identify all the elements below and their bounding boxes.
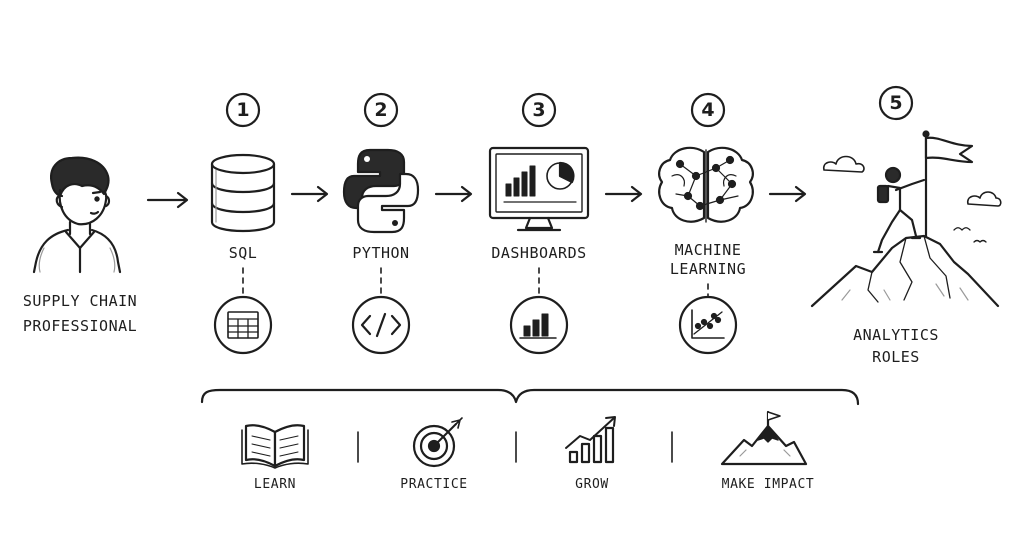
brain-network-icon: [658, 146, 754, 223]
step-2-number: 2: [374, 99, 388, 121]
step-1-number: 1: [236, 99, 250, 121]
arrow-3: [604, 185, 643, 203]
bar-chart-icon: [509, 295, 569, 355]
scatter-plot-icon: [678, 295, 738, 355]
principle-grow-label: GROW: [575, 477, 609, 492]
goal-label-line2: ROLES: [872, 348, 920, 366]
python-logo-icon: [342, 148, 420, 234]
step-3-number: 3: [532, 99, 546, 121]
code-icon: [351, 295, 411, 355]
flow-arrows: [146, 185, 807, 209]
arrow-2: [434, 185, 473, 203]
principle-practice-label: PRACTICE: [400, 477, 468, 492]
principle-learn-label: LEARN: [253, 477, 297, 492]
start-label-line1: SUPPLY CHAIN: [22, 292, 138, 310]
database-icon: [210, 153, 276, 233]
arrow-0: [146, 191, 189, 209]
professional-person-icon: [32, 156, 122, 274]
mountain-flag-icon: [720, 410, 808, 466]
target-arrow-icon: [412, 417, 463, 468]
start-label: SUPPLY CHAIN PROFESSIONAL: [6, 292, 154, 336]
step-4-label-line1: MACHINE: [674, 241, 742, 259]
step-4-label: MACHINE LEARNING: [643, 241, 773, 279]
mountain-climber-flag-icon: [810, 130, 1002, 308]
arrow-1: [290, 185, 329, 203]
principle-dividers: [357, 431, 673, 463]
goal-label-line1: ANALYTICS: [853, 326, 939, 344]
step-3-circle: [521, 92, 557, 128]
step-2-circle: [363, 92, 399, 128]
start-label-line2: PROFESSIONAL: [22, 317, 138, 335]
step-4-label-line2: LEARNING: [669, 260, 747, 278]
brace: [200, 388, 860, 406]
step-4-circle: [690, 92, 726, 128]
open-book-icon: [241, 424, 309, 469]
step-1-circle: [225, 92, 261, 128]
step-number-circles: [225, 85, 914, 128]
step-1-label: SQL: [228, 244, 258, 262]
step-2-label: PYTHON: [352, 244, 410, 262]
arrow-4: [768, 185, 807, 203]
step-3-label: DASHBOARDS: [491, 244, 587, 262]
growth-chart-icon: [565, 416, 616, 464]
principle-make-impact-label: MAKE IMPACT: [721, 477, 815, 492]
monitor-chart-icon: [488, 146, 590, 232]
table-icon: [213, 295, 273, 355]
step-5-circle: [878, 85, 914, 121]
step-5-number: 5: [889, 92, 903, 114]
goal-label: ANALYTICS ROLES: [836, 326, 956, 367]
step-4-number: 4: [701, 99, 715, 121]
dashed-connectors: [242, 267, 709, 297]
